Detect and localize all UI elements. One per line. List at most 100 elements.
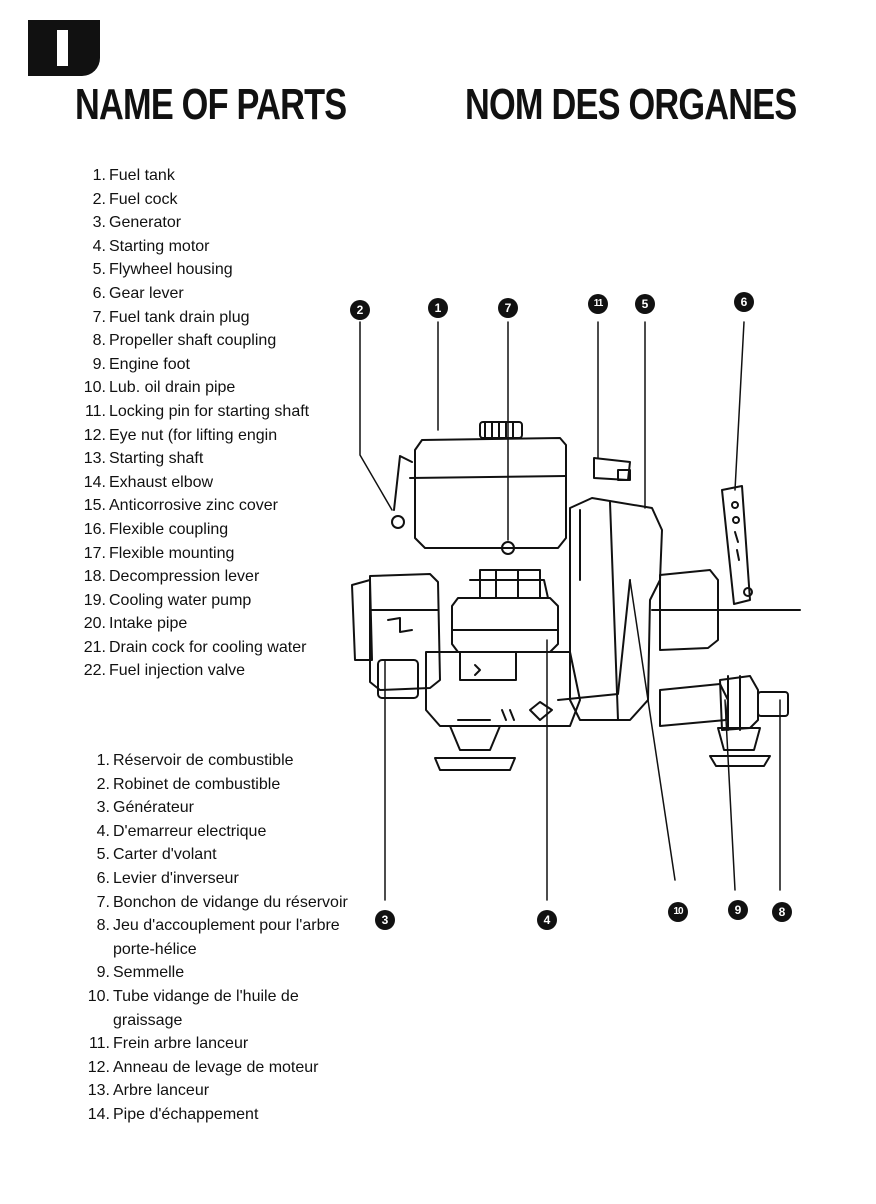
part-fr-item-number: 3. <box>96 799 110 817</box>
part-fr-item: 9.Semmelle <box>80 961 360 985</box>
flywheel-housing-shape <box>569 457 663 721</box>
part-fr-item-number: 12. <box>87 1058 110 1076</box>
part-fr-item-number: 14. <box>87 1105 110 1123</box>
parts-list-english: 1.Fuel tank 2.Fuel cock 3.Generator 4. Start… <box>76 164 336 683</box>
part-en-item-label: Flexible coupling <box>109 520 229 538</box>
propeller-coupling-shape <box>719 675 789 731</box>
part-en-item-number: 19. <box>83 591 106 609</box>
part-en-item-number: 1. <box>92 167 106 184</box>
part-en-item: 21.Drain cock for cooling water <box>76 636 336 660</box>
part-fr-item-number: 5. <box>96 846 110 864</box>
section-tab-glyph <box>57 30 68 66</box>
part-fr-item-label: Pipe d'échappement <box>113 1105 259 1123</box>
part-en-item-label: Gear lever <box>109 284 184 302</box>
callout-5: 5 <box>635 294 655 314</box>
part-fr-item: 7.Bonchon de vidange du réservoir <box>80 891 360 915</box>
part-en-item: 5.Flywheel housing <box>76 258 336 282</box>
part-fr-item-number: 8. <box>96 917 110 935</box>
engine-diagram: 2 1 7 11 5 6 3 4 10 9 8 <box>330 280 850 940</box>
part-fr-item-label: Jeu d'accouplement pour l'arbre porte-hé… <box>113 917 340 958</box>
part-fr-item-label: Robinet de combustible <box>113 775 281 793</box>
part-en-item-label: Starting shaft <box>109 450 204 468</box>
part-en-item: 1.Fuel tank <box>76 164 336 188</box>
part-en-item-number: 7. <box>92 308 106 326</box>
leader-line-10 <box>629 579 676 881</box>
part-en-item: 13.Starting shaft <box>76 447 336 471</box>
callout-7: 7 <box>498 298 518 318</box>
part-fr-item-label: Semmelle <box>113 964 185 982</box>
part-en-item-label: Intake pipe <box>109 615 188 633</box>
part-fr-item-number: 7. <box>96 893 110 911</box>
part-en-item: 15.Anticorrosive zinc cover <box>76 494 336 518</box>
part-en-item: 10.Lub. oil drain pipe <box>76 376 336 400</box>
part-en-item-number: 21. <box>83 638 106 656</box>
part-fr-item-label: Bonchon de vidange du réservoir <box>113 893 348 911</box>
part-fr-item-number: 2. <box>96 775 110 793</box>
part-en-item: 11.Locking pin for starting shaft <box>76 400 336 424</box>
part-en-item-label: Exhaust elbow <box>109 473 214 491</box>
part-fr-item-number: 10. <box>87 987 110 1005</box>
part-en-item-number: 4. <box>92 237 106 255</box>
engine-foot-right-shape <box>709 727 771 767</box>
part-en-item-label: Lub. oil drain pipe <box>109 379 236 397</box>
leader-lines <box>359 321 781 901</box>
callout-11: 11 <box>588 294 608 314</box>
part-en-item: 17.Flexible mounting <box>76 542 336 566</box>
callout-9: 9 <box>728 900 748 920</box>
part-fr-item-label: Levier d'inverseur <box>113 869 239 887</box>
part-en-item-label: Drain cock for cooling water <box>109 638 307 656</box>
part-en-item-number: 14. <box>83 473 106 491</box>
part-en-item-label: Fuel injection valve <box>109 662 246 680</box>
part-fr-item: 6.Levier d'inverseur <box>80 867 360 891</box>
part-fr-item-label: Carter d'volant <box>113 846 217 864</box>
part-fr-item: 14.Pipe d'échappement <box>80 1103 360 1127</box>
starting-motor-shape <box>451 569 559 653</box>
part-en-item-label: Fuel cock <box>109 190 178 208</box>
fuel-tank-shape <box>391 421 567 555</box>
generator-shape <box>351 573 441 699</box>
part-en-item-label: Anticorrosive zinc cover <box>109 497 278 515</box>
part-en-item: 20.Intake pipe <box>76 612 336 636</box>
crankcase-shape <box>425 579 631 727</box>
part-en-item-number: 2. <box>92 190 106 208</box>
engine-foot-left-shape <box>434 725 516 771</box>
part-en-item-label: Cooling water pump <box>109 591 252 609</box>
part-en-item-number: 9. <box>92 355 106 373</box>
part-fr-item: 4.D'emarreur electrique <box>80 820 360 844</box>
part-en-item-number: 17. <box>83 544 106 562</box>
reverse-gear-casing-shape <box>651 569 801 727</box>
part-fr-item-label: Frein arbre lanceur <box>113 1035 249 1053</box>
callout-1: 1 <box>428 298 448 318</box>
callout-6: 6 <box>734 292 754 312</box>
part-fr-item: 2.Robinet de combustible <box>80 773 360 797</box>
page-title-english: NAME OF PARTS <box>75 80 347 129</box>
part-en-item-number: 8. <box>92 332 106 350</box>
callout-10: 10 <box>668 902 688 922</box>
part-en-item-number: 22. <box>83 662 106 680</box>
part-en-item: 14.Exhaust elbow <box>76 471 336 495</box>
gear-lever-shape <box>721 485 753 605</box>
part-en-item-label: Flywheel housing <box>109 261 233 279</box>
part-en-item: 18.Decompression lever <box>76 565 336 589</box>
part-en-item-number: 15. <box>83 497 106 515</box>
part-en-item-label: Eye nut (for lifting engin <box>109 426 278 444</box>
part-fr-item-label: D'emarreur electrique <box>113 822 267 840</box>
part-fr-item: 13.Arbre lanceur <box>80 1079 360 1103</box>
part-fr-item: 12.Anneau de levage de moteur <box>80 1056 360 1080</box>
part-fr-item: 3.Générateur <box>80 796 360 820</box>
part-en-item: 3.Generator <box>76 211 336 235</box>
part-en-item-number: 11. <box>84 402 106 420</box>
leader-line-6 <box>734 321 745 491</box>
part-en-item-label: Locking pin for starting shaft <box>109 402 310 420</box>
part-en-item-label: Generator <box>109 214 182 232</box>
part-en-item: 8.Propeller shaft coupling <box>76 329 336 353</box>
part-fr-item: 5.Carter d'volant <box>80 843 360 867</box>
part-fr-item: 8.Jeu d'accouplement pour l'arbre porte-… <box>80 914 360 961</box>
callout-3: 3 <box>375 910 395 930</box>
part-en-item: 16.Flexible coupling <box>76 518 336 542</box>
part-fr-item-number: 9. <box>96 964 110 982</box>
part-en-item-label: Engine foot <box>109 355 190 373</box>
part-fr-item: 10.Tube vidange de l'huile de graissage <box>80 985 360 1032</box>
leader-line-2 <box>359 321 393 511</box>
part-en-item: 7.Fuel tank drain plug <box>76 306 336 330</box>
